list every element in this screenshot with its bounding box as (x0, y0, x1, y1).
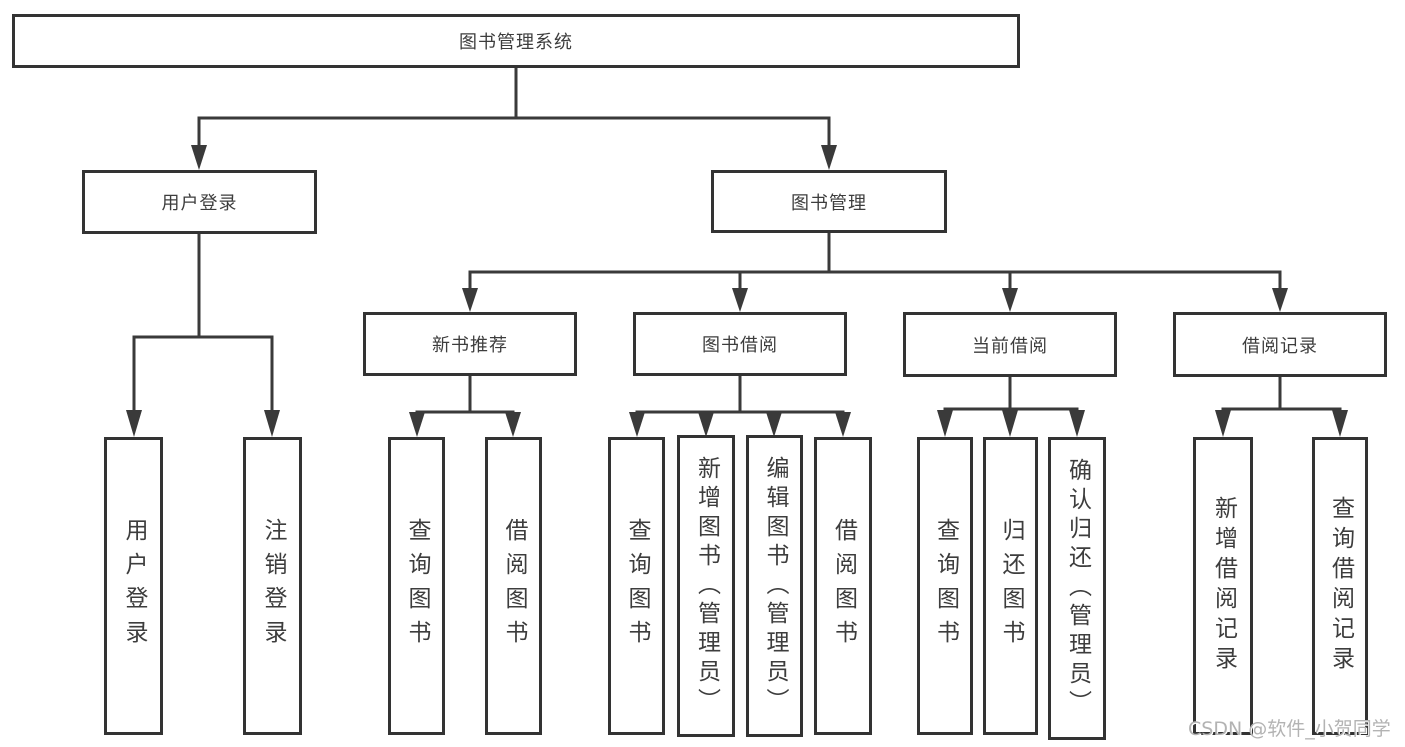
leaf-label: 归还图书 (998, 518, 1024, 654)
leaf-return-books: 归还图书 (983, 437, 1038, 735)
leaf-query-borrow-record: 查询借阅记录 (1312, 437, 1368, 735)
arrowheads (126, 145, 1348, 437)
leaf-label: 借阅图书 (501, 518, 527, 654)
csdn-watermark: CSDN @软件_小贺同学 (1188, 718, 1391, 740)
leaf-user-login: 用户登录 (104, 437, 163, 735)
leaf-label: 用户登录 (121, 518, 147, 654)
node-label: 当前借阅 (972, 335, 1048, 357)
node-current-borrowing: 当前借阅 (903, 312, 1117, 377)
node-label: 图书借阅 (702, 335, 778, 356)
leaf-query-books-recommend: 查询图书 (388, 437, 445, 735)
leaf-label: 查询图书 (932, 518, 959, 654)
leaf-query-books-current: 查询图书 (917, 437, 973, 735)
leaf-label: 查询图书 (624, 518, 650, 654)
node-borrowing-records: 借阅记录 (1173, 312, 1387, 377)
leaf-label: 编辑图书（管理员） (762, 455, 788, 717)
leaf-edit-book-admin: 编辑图书（管理员） (746, 435, 803, 737)
node-book-management: 图书管理 (711, 170, 947, 233)
leaf-add-borrow-record: 新增借阅记录 (1193, 437, 1253, 735)
leaf-borrow-books-recommend: 借阅图书 (485, 437, 542, 735)
leaf-label: 新增图书（管理员） (693, 455, 720, 717)
node-library-management-system: 图书管理系统 (12, 14, 1020, 68)
node-label: 借阅记录 (1242, 335, 1318, 357)
leaf-label: 查询图书 (404, 518, 430, 654)
node-label: 图书管理 (791, 192, 867, 214)
leaf-add-book-admin: 新增图书（管理员） (677, 435, 735, 737)
leaf-label: 确认归还（管理员） (1064, 458, 1091, 719)
node-user-login: 用户登录 (82, 170, 317, 234)
node-label: 用户登录 (161, 193, 238, 214)
leaf-query-books-borrowing: 查询图书 (608, 437, 665, 735)
node-label: 新书推荐 (432, 335, 508, 356)
leaf-label: 查询借阅记录 (1327, 496, 1354, 676)
node-label: 图书管理系统 (459, 32, 573, 53)
leaf-borrow-books: 借阅图书 (814, 437, 872, 735)
leaf-logout: 注销登录 (243, 437, 302, 735)
leaf-confirm-return-admin: 确认归还（管理员） (1048, 437, 1106, 740)
leaf-label: 新增借阅记录 (1210, 496, 1237, 676)
leaf-label: 借阅图书 (830, 518, 857, 654)
leaf-label: 注销登录 (260, 518, 286, 654)
node-book-borrowing: 图书借阅 (633, 312, 847, 376)
node-new-book-recommendation: 新书推荐 (363, 312, 577, 376)
